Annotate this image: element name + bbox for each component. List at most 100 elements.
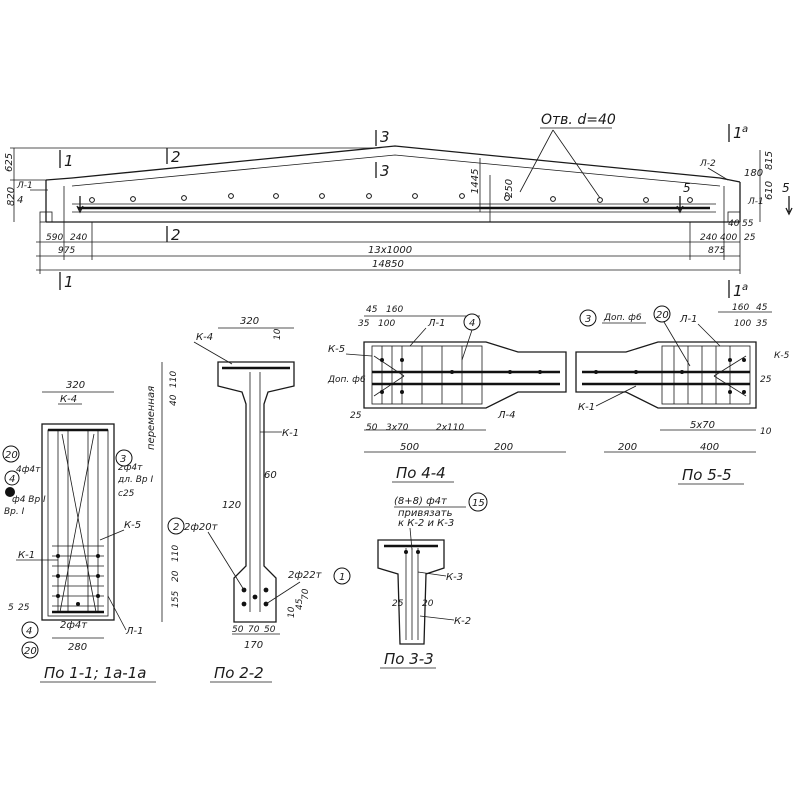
section-arrow-5 — [676, 196, 684, 214]
dim-overall: 14850 — [372, 259, 404, 270]
sec11-filled-marker — [5, 487, 15, 497]
sec11-bar-dots — [56, 554, 100, 606]
sec22-k4-leader — [193, 341, 233, 365]
rebar-dot — [680, 370, 684, 374]
sec33-tie-note2: к К-2 и К-3 — [398, 518, 454, 529]
section-1-1: 320 280 2ф4т 5 25 К-4 К-5 К-1 Л-1 4ф4т ф… — [2, 380, 156, 683]
section-3-3: (8+8) ф4т привязать к К-2 и К-3 15 К-3 К… — [377, 492, 488, 669]
web-hole — [228, 193, 234, 199]
sec44-dim-500: 500 — [400, 442, 419, 453]
sec55-circle-3 — [579, 309, 597, 327]
dim-815: 815 — [764, 151, 775, 170]
sec55-diag — [713, 355, 747, 377]
sec11-dim-25: 25 — [18, 603, 30, 613]
sec55-c20-leader — [663, 321, 691, 367]
rebar-dot — [56, 554, 60, 558]
rebar-dot — [400, 358, 404, 362]
rebar-dot — [380, 358, 384, 362]
sec22-outline — [217, 361, 295, 623]
mark-sup-a: а — [742, 124, 748, 135]
sec22-c2: 2 — [173, 522, 179, 533]
sec44-caption: По 4-4 — [396, 464, 446, 482]
dim-820: 820 — [6, 187, 17, 206]
sec44-dim-45: 45 — [366, 305, 378, 315]
sec33-k2: К-2 — [454, 616, 471, 627]
mark-L1-right: Л-1 — [747, 197, 764, 207]
dim-spacing: 13x1000 — [368, 245, 412, 256]
sec44-dots — [380, 358, 542, 394]
sec22-dim-10: 10 — [273, 328, 283, 340]
web-hole — [181, 195, 187, 201]
sec55-dim-5x70: 5x70 — [690, 420, 715, 431]
dim-400: 400 — [720, 233, 737, 243]
sec11-s25: с25 — [118, 489, 135, 499]
sec11-outline — [41, 423, 115, 621]
sec44-c4: 4 — [469, 318, 475, 329]
sec11-diagonal — [61, 433, 97, 613]
rebar-dot — [263, 587, 269, 593]
sec44-dim-200: 200 — [494, 442, 513, 453]
sec33-dim-25: 25 — [392, 599, 404, 609]
sec55-k5: К-5 — [774, 351, 790, 361]
sec33-note-leader — [409, 527, 413, 551]
mark-2b: 2 — [171, 226, 181, 244]
sec33-k2-leader — [419, 615, 455, 621]
sec44-dim-50: 50 — [366, 423, 378, 433]
sec22-circle-2 — [167, 517, 185, 535]
sec44-cage — [371, 345, 483, 405]
sec55-outline — [575, 341, 757, 409]
rebar-dot — [76, 602, 80, 606]
sec33-k3-leader — [417, 571, 447, 577]
sec11-c4a: 4 — [9, 474, 15, 485]
sec55-dop: Доп. ф6 — [603, 313, 642, 323]
rebar-dot — [634, 370, 638, 374]
dim-180: 180 — [744, 168, 763, 179]
sec55-dots — [594, 358, 746, 394]
sec22-vert-label: переменная — [146, 386, 157, 450]
sec33-top-note: (8+8) ф4т — [394, 496, 448, 507]
rebar-dot — [241, 601, 247, 607]
sec22-dim-b70: 70 — [248, 625, 260, 635]
mark-L2: Л-2 — [699, 159, 716, 169]
dim-40: 40 — [728, 219, 740, 229]
sec11-circle-4a — [4, 470, 20, 486]
dim-610: 610 — [764, 181, 775, 200]
sec55-l1: Л-1 — [679, 314, 698, 325]
sec44-dim-25: 25 — [350, 411, 362, 421]
sec22-dim-b50b: 50 — [264, 625, 276, 635]
rebar-dot — [416, 550, 420, 554]
rebar-dot — [380, 390, 384, 394]
sec44-dim-100: 100 — [378, 319, 395, 329]
sec22-dim-170: 170 — [244, 640, 263, 651]
mark-5: 5 — [683, 181, 691, 195]
sec22-dim-45: 45 — [295, 598, 305, 610]
sec11-l1: Л-1 — [125, 626, 144, 637]
rebar-dot — [56, 594, 60, 598]
sec44-k5: К-5 — [328, 344, 345, 355]
rebar-dot — [56, 574, 60, 578]
sec44-dim-2x110: 2x110 — [436, 423, 465, 433]
sec11-dim-320-label: 320 — [66, 380, 85, 391]
web-hole — [319, 193, 325, 199]
mark-2: 2 — [171, 148, 181, 166]
dim-875: 875 — [708, 246, 725, 256]
sec11-bars4: 4ф4т — [16, 465, 41, 475]
left-bearing-plate — [39, 211, 53, 223]
sec55-circle-20 — [653, 305, 671, 323]
web-hole — [550, 196, 556, 202]
sec22-dim-110: 110 — [169, 371, 179, 388]
sec22-dim-20: 20 — [171, 570, 181, 582]
sec11-dim-280-label: 280 — [68, 642, 87, 653]
sec55-c3: 3 — [585, 314, 591, 325]
mark-sup-a2: а — [742, 282, 748, 293]
sec11-k1: К-1 — [18, 550, 35, 561]
section-arrow-4 — [76, 196, 84, 214]
dim-250: 250 — [504, 179, 515, 198]
sec22-k4: К-4 — [196, 332, 213, 343]
sec11-dim-5: 5 — [8, 603, 14, 613]
web-hole — [459, 193, 465, 199]
beam-top-chord — [45, 145, 741, 183]
web-holes — [89, 193, 693, 203]
sec55-dim-10: 10 — [760, 427, 772, 437]
web-hole — [504, 195, 510, 201]
